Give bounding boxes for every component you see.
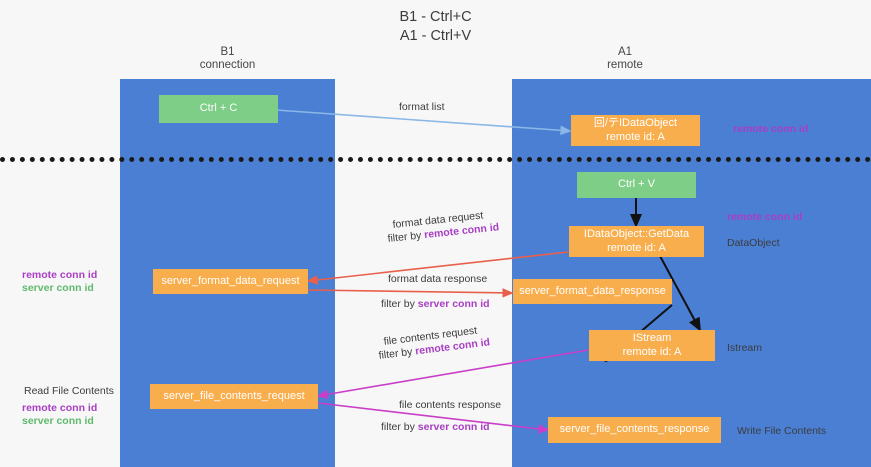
arrow-format-data-response	[307, 288, 514, 298]
box-ctrl-c[interactable]: Ctrl + C	[159, 95, 278, 123]
edge-label-format-list: format list	[399, 101, 445, 113]
box-idataobject-getdata[interactable]: IDataObject::GetData remote id: A	[569, 226, 704, 257]
side-label-read-file-contents: Read File Contents	[24, 385, 114, 397]
box-ctrl-v[interactable]: Ctrl + V	[577, 172, 696, 198]
side-label-remote-conn-id-mid: remote conn id	[727, 211, 803, 223]
box-server-file-contents-request[interactable]: server_file_contents_request	[150, 384, 318, 409]
lane-header-a1: A1 remote	[607, 46, 643, 71]
lane-header-b1: B1 connection	[199, 46, 256, 71]
filter-prefix: filter by	[387, 229, 425, 245]
box-istream[interactable]: IStream remote id: A	[589, 330, 715, 361]
side-label-left-server-conn-id-2: server conn id	[22, 415, 94, 427]
diagram-title: B1 - Ctrl+C A1 - Ctrl+V	[399, 9, 472, 44]
edge-label-format-data-response-filter: filter by server conn id	[381, 298, 490, 311]
filter-key: server conn id	[417, 421, 490, 433]
side-label-left-remote-conn-id-2: remote conn id	[22, 402, 98, 414]
box-server-format-data-response[interactable]: server_format_data_response	[513, 279, 672, 304]
side-label-istream: Istream	[727, 342, 763, 354]
box-server-format-data-request[interactable]: server_format_data_request	[153, 269, 308, 294]
filter-prefix: filter by	[381, 298, 418, 310]
side-label-dataobject: DataObject	[727, 237, 780, 249]
side-label-remote-conn-id-top: remote conn id	[733, 123, 809, 135]
edge-label-file-contents-response-filter: filter by server conn id	[381, 421, 490, 434]
side-label-left-server-conn-id: server conn id	[22, 282, 94, 294]
edge-label-file-contents-response: file contents response	[399, 399, 502, 411]
side-label-left-remote-conn-id: remote conn id	[22, 269, 98, 281]
box-idataobject-enum[interactable]: 回/テIDataObject remote id: A	[571, 115, 700, 146]
filter-prefix: filter by	[381, 421, 418, 433]
section-divider	[0, 157, 871, 162]
side-label-write-file-contents: Write File Contents	[737, 425, 827, 437]
edge-label-format-data-response: format data response	[388, 273, 488, 285]
box-server-file-contents-response[interactable]: server_file_contents_response	[548, 417, 721, 443]
filter-key: server conn id	[417, 298, 490, 310]
